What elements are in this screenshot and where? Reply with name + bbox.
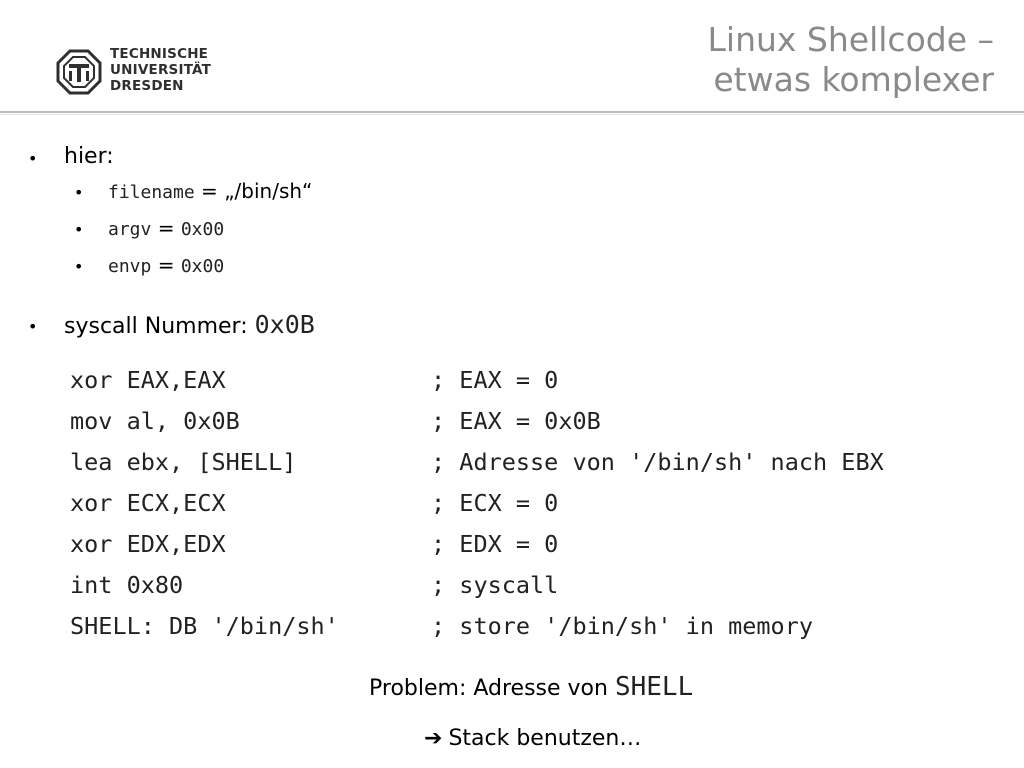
param-value: 0x00 [180,219,225,240]
sub-bullet-dot: • [74,257,84,276]
tu-dresden-logo: TECHNISCHE UNIVERSITÄT DRESDEN [56,46,226,100]
sub-bullet-envp: envp = 0x00 [108,253,224,277]
conclusion-text: Stack benutzen… [448,726,642,751]
syscall-number: 0x0B [254,310,315,339]
comment: ; syscall [431,571,559,599]
sub-bullet-dot: • [74,183,84,202]
comment: ; store '/bin/sh' in memory [431,612,814,640]
bullet-hier: hier: [64,144,114,169]
instruction: SHELL: DB '/bin/sh' [70,612,339,640]
title-line-1: Linux Shellcode – [707,20,994,59]
problem-label: Problem: Adresse von [369,676,615,701]
equals-sign: = [194,179,225,203]
instruction: lea ebx, [SHELL] [70,448,297,476]
comment: ; ECX = 0 [431,489,559,517]
param-name: filename [108,182,195,203]
comment: ; Adresse von '/bin/sh' nach EBX [431,448,884,476]
instruction: int 0x80 [70,571,184,599]
sub-bullet-argv: argv = 0x00 [108,216,224,240]
comment: ; EDX = 0 [431,530,559,558]
bullet-dot: • [28,317,38,336]
sub-bullet-dot: • [74,220,84,239]
comment: ; EAX = 0x0B [431,407,601,435]
instruction: mov al, 0x0B [70,407,240,435]
logo-line: UNIVERSITÄT [110,62,212,78]
problem-code: SHELL [614,672,694,702]
syscall-label: syscall Nummer: [64,314,255,339]
conclusion: ➔Stack benutzen… [424,726,641,751]
bullet-dot: • [28,149,38,168]
logo-line: DRESDEN [110,78,184,94]
title-line-2: etwas komplexer [713,60,994,99]
instruction: xor EDX,EDX [70,530,226,558]
equals-sign: = [151,216,181,240]
equals-sign: = [151,253,181,277]
logo-text: TECHNISCHE UNIVERSITÄT DRESDEN [110,46,211,94]
instruction: xor ECX,ECX [70,489,226,517]
param-name: argv [108,219,152,240]
param-name: envp [108,256,152,277]
slide-title: Linux Shellcode – etwas komplexer [708,20,994,100]
param-value: „/bin/sh“ [224,179,313,203]
bullet-syscall: syscall Nummer: 0x0B [64,310,315,339]
sub-bullet-filename: filename = „/bin/sh“ [108,179,312,203]
param-value: 0x00 [180,256,225,277]
arrow-right-icon: ➔ [424,726,443,751]
logo-line: TECHNISCHE [110,46,209,62]
header-divider-shadow [0,114,1024,115]
tu-dresden-emblem-icon [56,49,102,95]
comment: ; EAX = 0 [431,366,559,394]
header-divider [0,111,1024,113]
problem-statement: Problem: Adresse von SHELL [369,672,693,702]
instruction: xor EAX,EAX [70,366,226,394]
